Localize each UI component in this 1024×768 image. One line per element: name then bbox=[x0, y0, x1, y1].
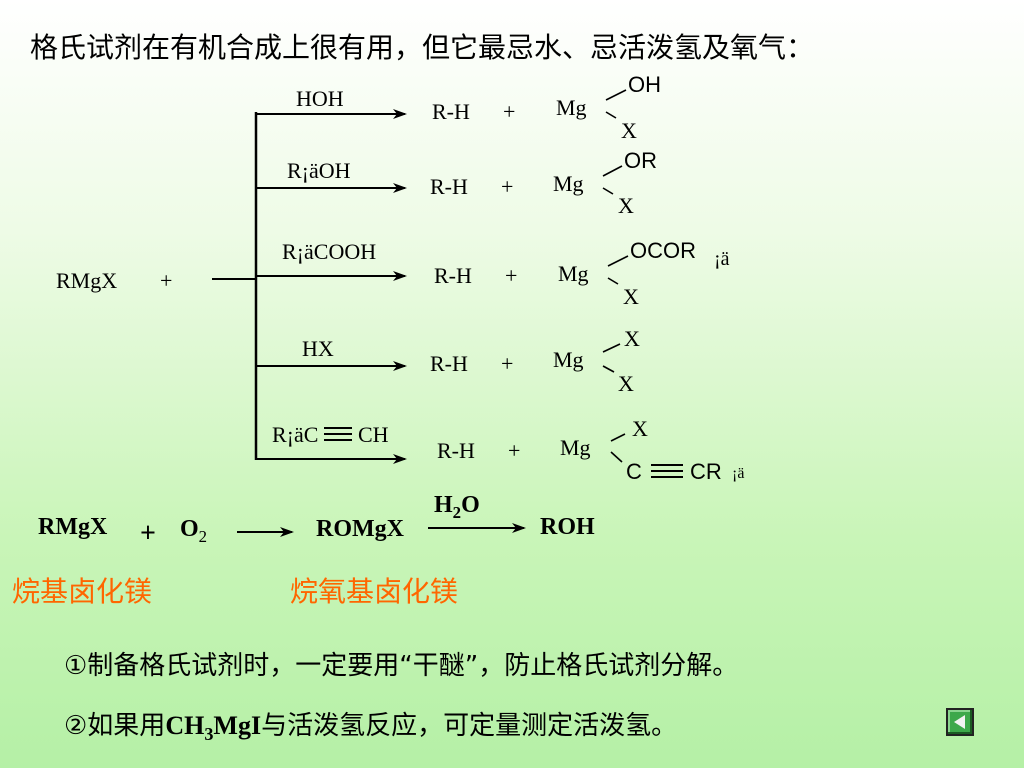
water-o: O bbox=[461, 492, 480, 518]
reagent-carboxylic-acid: R¡äCOOH bbox=[282, 239, 377, 264]
oxygen-subscript: 2 bbox=[198, 526, 208, 546]
oxygen-molecule: O2 bbox=[180, 516, 207, 547]
substituent-top: X bbox=[624, 326, 640, 351]
substituent-top: OCOR bbox=[630, 238, 696, 263]
substituent-bottom: X bbox=[621, 118, 637, 143]
product-rh: R-H bbox=[437, 438, 475, 463]
note-suffix: 与活泼氢反应，可定量测定活泼氢。 bbox=[261, 711, 678, 741]
note-prefix: ②如果用 bbox=[64, 711, 166, 741]
plus-sign: + bbox=[501, 174, 514, 199]
note-quantitative: ②如果用CH3MgI与活泼氢反应，可定量测定活泼氢。 bbox=[64, 705, 677, 745]
reactant-rmgx: RMgX bbox=[56, 268, 118, 293]
note-subscript: 3 bbox=[204, 724, 214, 745]
mg-atom: Mg bbox=[553, 171, 584, 196]
note-dry-ether: ①制备格氏试剂时，一定要用“干醚”，防止格氏试剂分解。 bbox=[64, 651, 739, 681]
substituent-bottom: X bbox=[618, 193, 634, 218]
mg-atom: Mg bbox=[553, 347, 584, 372]
prime-mark: ¡ä bbox=[714, 248, 730, 270]
substituent-top: OR bbox=[624, 148, 657, 173]
substituent-bottom-c: C bbox=[626, 459, 642, 484]
water-reagent: H2O bbox=[434, 492, 480, 523]
label-alkyl-magnesium-halide: 烷基卤化镁 bbox=[12, 575, 153, 608]
reagent-alcohol: R¡äOH bbox=[287, 158, 351, 183]
water-subscript: 2 bbox=[452, 502, 462, 522]
reagent-water: HOH bbox=[296, 86, 344, 111]
plus-sign: + bbox=[140, 518, 156, 549]
back-button[interactable] bbox=[946, 708, 974, 736]
mg-atom: Mg bbox=[556, 95, 587, 120]
plus-sign: + bbox=[503, 99, 516, 124]
reagent-alkyne-left: R¡äC bbox=[272, 422, 319, 447]
substituent-bottom: X bbox=[618, 371, 634, 396]
product-rh: R-H bbox=[434, 263, 472, 288]
prime-mark: ¡ä bbox=[732, 465, 745, 482]
note-mgi: MgI bbox=[213, 711, 262, 740]
reagent-alkyne-right: CH bbox=[358, 422, 389, 447]
label-alkoxy-magnesium-halide: 烷氧基卤化镁 bbox=[290, 575, 459, 608]
substituent-bottom: X bbox=[623, 284, 639, 309]
substituent-bottom-cr: CR bbox=[690, 459, 722, 484]
plus-sign: + bbox=[160, 268, 173, 293]
alcohol-product: ROH bbox=[540, 514, 595, 540]
mg-bonds bbox=[602, 89, 629, 463]
plus-sign: + bbox=[508, 438, 521, 463]
substituent-top: OH bbox=[628, 72, 661, 97]
plus-sign: + bbox=[505, 263, 518, 288]
page-title: 格氏试剂在有机合成上很有用，但它最忌水、忌活泼氢及氧气： bbox=[30, 31, 815, 64]
note-ch: CH bbox=[165, 711, 205, 740]
oxygen-reactant: RMgX bbox=[38, 514, 108, 540]
water-h: H bbox=[434, 492, 453, 518]
mg-atom: Mg bbox=[558, 261, 589, 286]
oxygen-symbol: O bbox=[180, 516, 199, 542]
back-arrow-icon bbox=[954, 715, 965, 729]
reagent-hydrogen-halide: HX bbox=[302, 336, 334, 361]
alkoxy-intermediate: ROMgX bbox=[316, 516, 404, 542]
product-rh: R-H bbox=[432, 99, 470, 124]
plus-sign: + bbox=[501, 351, 514, 376]
substituent-top: X bbox=[632, 416, 648, 441]
mg-atom: Mg bbox=[560, 435, 591, 460]
product-rh: R-H bbox=[430, 351, 468, 376]
product-rh: R-H bbox=[430, 174, 468, 199]
